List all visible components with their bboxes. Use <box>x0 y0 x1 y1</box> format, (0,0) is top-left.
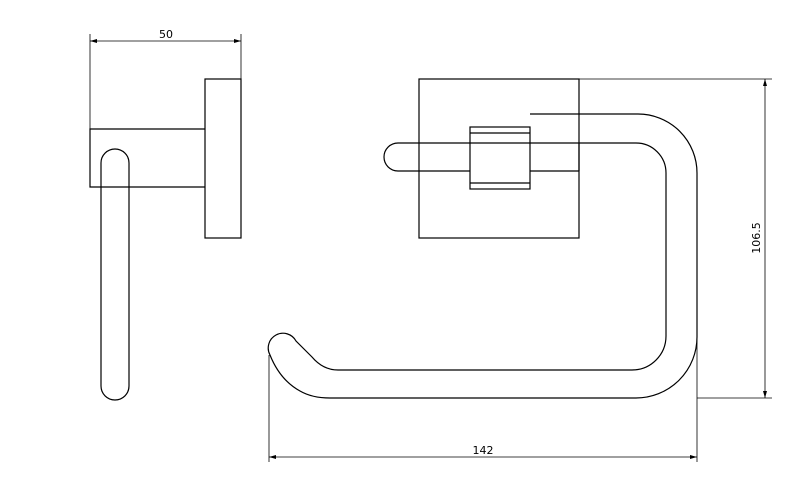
dimension-front-height: 106.5 <box>579 78 772 399</box>
dimension-side-width-label: 50 <box>159 28 173 41</box>
side-wall-plate <box>204 78 242 239</box>
front-wall-plate <box>418 78 580 239</box>
dimension-front-width-label: 142 <box>473 444 494 457</box>
side-view: 50 <box>89 28 242 401</box>
side-arm <box>89 128 205 188</box>
front-view: 142 106.5 <box>267 78 772 462</box>
front-holder-rod <box>267 113 698 399</box>
front-mount-block <box>469 126 531 190</box>
dimension-front-height-label: 106.5 <box>750 222 763 254</box>
front-rod-end <box>383 142 470 172</box>
side-rod <box>100 148 130 401</box>
dimension-side-width: 50 <box>89 28 242 129</box>
dimension-front-width: 142 <box>268 337 698 462</box>
